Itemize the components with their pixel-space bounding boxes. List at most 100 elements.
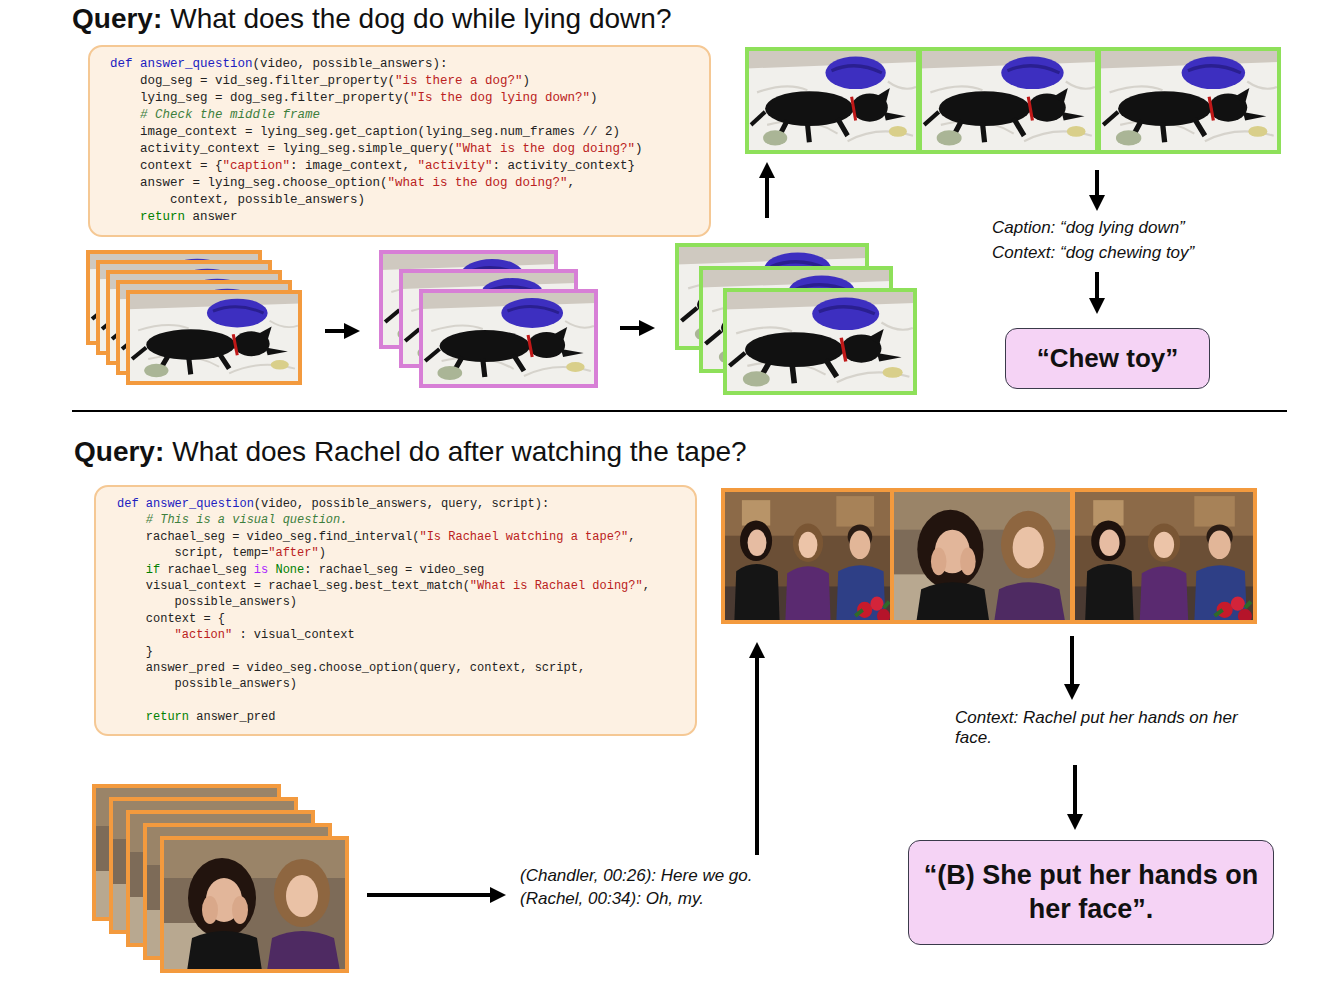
- flow-arrow: [1073, 765, 1077, 822]
- code-token: ): [590, 91, 598, 105]
- code-line: "action" : visual_context: [117, 627, 679, 643]
- caption-note: Caption: “dog lying down”: [992, 218, 1185, 238]
- code-line: context = {: [117, 611, 679, 627]
- flow-arrow: [1095, 170, 1099, 203]
- code-token: lying_seg = dog_seg.filter_property(: [110, 91, 410, 105]
- code-token: rachael_seg = video_seg.find_interval(: [117, 530, 419, 544]
- code-token: "caption": [223, 159, 291, 173]
- code-token: (video, possible_answers, query, script)…: [254, 497, 549, 511]
- answer-text: “Chew toy”: [1037, 342, 1179, 375]
- video-frame: [162, 838, 347, 971]
- code-token: "activity": [418, 159, 493, 173]
- video-frame: [747, 49, 918, 152]
- video-frame: [892, 490, 1072, 622]
- code-token: return: [140, 210, 185, 224]
- flow-arrow: [755, 650, 759, 855]
- code-line: def answer_question(video, possible_answ…: [110, 56, 693, 73]
- code-token: possible_answers): [117, 677, 297, 691]
- code-token: ): [635, 142, 643, 156]
- video-frame: [920, 49, 1097, 152]
- flow-arrow: [620, 326, 647, 330]
- code-token: [110, 108, 140, 122]
- code-token: : rachael_seg = video_seg: [304, 563, 484, 577]
- code-token: "Is the dog lying down?": [410, 91, 590, 105]
- code-token: [117, 563, 146, 577]
- code-line: possible_answers): [117, 594, 679, 610]
- query-heading: Query:: [72, 2, 162, 36]
- code-token: is: [254, 563, 268, 577]
- flow-arrow: [325, 329, 352, 333]
- code-line: lying_seg = dog_seg.filter_property("Is …: [110, 90, 693, 107]
- code-token: "Is Rachael watching a tape?": [419, 530, 628, 544]
- code-line: image_context = lying_seg.get_caption(ly…: [110, 124, 693, 141]
- code-token: context = {: [117, 612, 225, 626]
- code-line: context = {"caption": image_context, "ac…: [110, 158, 693, 175]
- code-token: answer: [185, 210, 238, 224]
- code-line: }: [117, 644, 679, 660]
- code-token: context, possible_answers): [110, 193, 365, 207]
- code-line: activity_context = lying_seg.simple_quer…: [110, 141, 693, 158]
- code-token: "is there a dog?": [395, 74, 523, 88]
- code-line: # Check the middle frame: [110, 107, 693, 124]
- script-line: (Chandler, 00:26): Here we go.: [520, 866, 752, 886]
- code-line: visual_context = rachael_seg.best_text_m…: [117, 578, 679, 594]
- code-line: def answer_question(video, possible_answ…: [117, 496, 679, 512]
- code-token: : image_context,: [290, 159, 418, 173]
- code-token: # This is a visual question.: [146, 513, 348, 527]
- code-box: def answer_question(video, possible_answ…: [94, 485, 697, 736]
- code-token: "What is Rachael doing?": [470, 579, 643, 593]
- code-token: }: [117, 645, 153, 659]
- answer-text: “(B) She put her hands on her face”.: [919, 859, 1263, 927]
- code-token: def: [117, 497, 139, 511]
- flow-arrow: [765, 170, 769, 218]
- video-frame: [725, 290, 915, 393]
- code-token: rachael_seg: [160, 563, 254, 577]
- code-token: # Check the middle frame: [140, 108, 320, 122]
- video-frame: [421, 291, 596, 386]
- code-token: [117, 710, 146, 724]
- code-token: ): [523, 74, 531, 88]
- code-line: script, temp="after"): [117, 545, 679, 561]
- code-token: [117, 628, 175, 642]
- code-token: script, temp=: [117, 546, 268, 560]
- code-line: dog_seg = vid_seg.filter_property("is th…: [110, 73, 693, 90]
- code-token: dog_seg = vid_seg.filter_property(: [110, 74, 395, 88]
- code-token: "what is the dog doing?": [388, 176, 568, 190]
- context-note: Context: Rachel put her hands on her fac…: [955, 708, 1255, 749]
- code-line: answer = lying_seg.choose_option("what i…: [110, 175, 693, 192]
- divider-line: [72, 410, 1287, 412]
- code-token: if: [146, 563, 160, 577]
- code-token: return: [146, 710, 189, 724]
- code-token: ,: [628, 530, 635, 544]
- code-token: "after": [268, 546, 318, 560]
- code-token: answer_question: [140, 57, 253, 71]
- code-token: [139, 497, 146, 511]
- code-token: [133, 57, 141, 71]
- code-token: answer = lying_seg.choose_option(: [110, 176, 388, 190]
- code-line: return answer: [110, 209, 693, 226]
- code-token: context = {: [110, 159, 223, 173]
- code-box: def answer_question(video, possible_answ…: [88, 45, 711, 237]
- query-heading: Query:: [74, 435, 164, 469]
- answer-box: “(B) She put her hands on her face”.: [908, 840, 1274, 945]
- code-token: activity_context = lying_seg.simple_quer…: [110, 142, 455, 156]
- code-token: possible_answers): [117, 595, 297, 609]
- code-token: (video, possible_answers):: [253, 57, 448, 71]
- code-token: ,: [643, 579, 650, 593]
- video-frame: [128, 292, 300, 383]
- context-note: Context: “dog chewing toy”: [992, 243, 1194, 263]
- code-token: visual_context = rachael_seg.best_text_m…: [117, 579, 470, 593]
- code-line: answer_pred = video_seg.choose_option(qu…: [117, 660, 679, 676]
- video-frame: [723, 490, 893, 623]
- code-token: "action": [175, 628, 233, 642]
- code-token: ): [319, 546, 326, 560]
- code-line: if rachael_seg is None: rachael_seg = vi…: [117, 562, 679, 578]
- code-token: : visual_context: [232, 628, 354, 642]
- flow-arrow: [1070, 636, 1074, 692]
- code-token: image_context = lying_seg.get_caption(ly…: [110, 125, 620, 139]
- code-token: None: [275, 563, 304, 577]
- flow-arrow: [367, 893, 498, 897]
- code-line: rachael_seg = video_seg.find_interval("I…: [117, 529, 679, 545]
- code-token: answer_question: [146, 497, 254, 511]
